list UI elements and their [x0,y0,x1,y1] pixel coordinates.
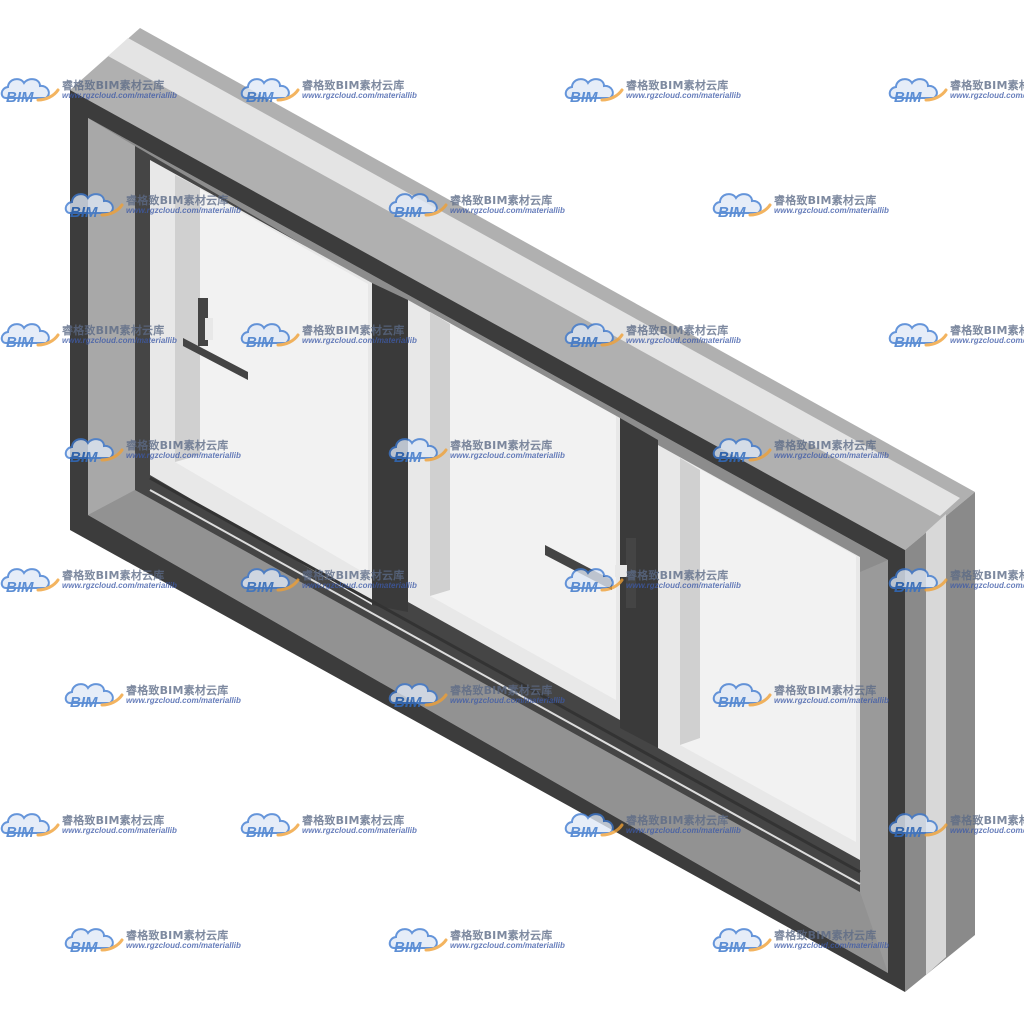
reveal-bottom [88,490,888,973]
pane-2-glass [430,312,616,700]
handle-left [183,298,248,380]
reveal-left [88,118,135,515]
pane-3-glass [680,458,856,842]
pane-1-bevel [175,175,200,462]
mullion-2 [620,418,658,748]
sill-line-1 [149,476,861,874]
sill-line-2 [149,489,861,885]
mullion-1 [372,283,408,612]
frame-right-stripe [926,514,946,975]
pane-3-bevel [680,458,700,745]
pane-1-glass [175,175,368,575]
frame-top-stripe [108,38,960,516]
pane-2-bevel [430,312,450,596]
